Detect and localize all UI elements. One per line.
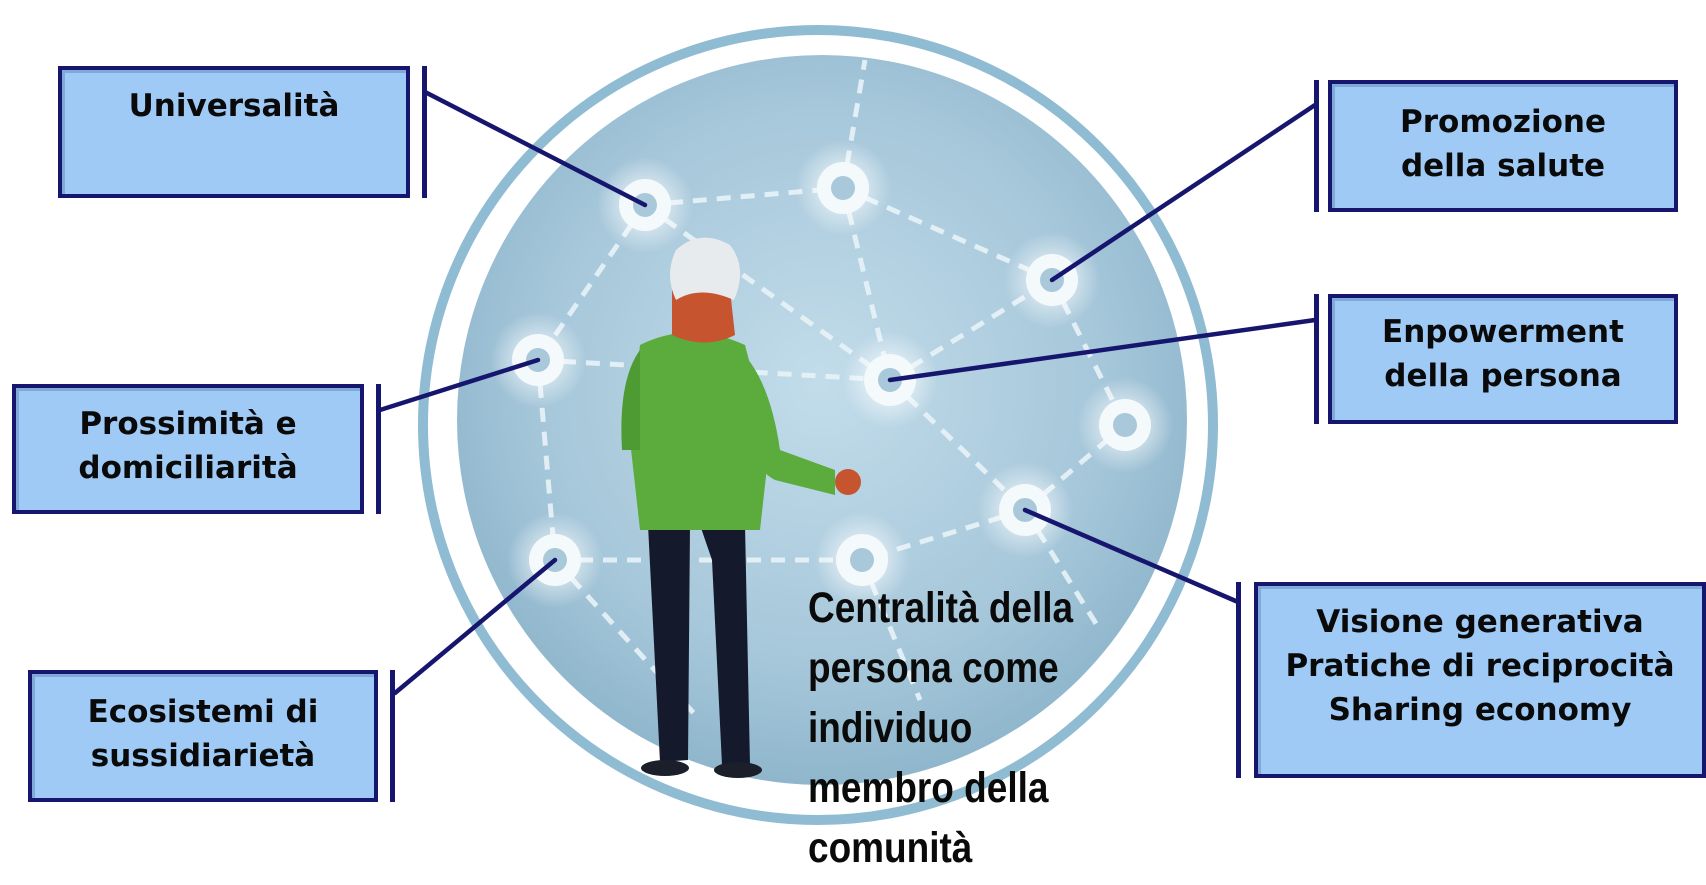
box-bar-universalita [422,66,427,198]
network-outer-ring [418,25,1218,825]
box-visione-line-2: Pratiche di reciprocità [1285,648,1675,684]
connector-universalita [422,89,648,208]
box-promozione-line-2: della salute [1400,148,1606,184]
connector-promozione [1049,102,1318,283]
box-ecosistemi-line-1: Ecosistemi di [87,694,319,730]
box-bar-promozione [1314,80,1319,212]
box-promozione-salute: Promozione della salute [1328,80,1678,212]
box-promozione-line-1: Promozione [1400,104,1606,140]
box-ecosistemi-sussidiarieta: Ecosistemi di sussidiarietà [28,670,378,802]
box-bar-visione [1236,582,1241,778]
box-ecosistemi-line-2: sussidiarietà [90,738,316,774]
box-visione-line-1: Visione generativa [1316,604,1644,640]
connector-visione [1022,507,1241,605]
box-empowerment-line-2: della persona [1384,358,1622,394]
center-caption: Centralità della persona come individuo … [808,578,1073,878]
connector-ecosistemi [392,557,558,696]
box-empowerment-line-1: Enpowerment [1382,314,1624,350]
box-universalita-line-1: Universalità [128,88,340,124]
box-empowerment-persona: Enpowerment della persona [1328,294,1678,424]
box-bar-prossimita [376,384,381,514]
box-visione-generativa: Visione generativa Pratiche di reciproci… [1254,582,1706,778]
box-prossimita-line-1: Prossimità e [79,406,297,442]
connector-prossimita [377,357,541,413]
box-visione-line-3: Sharing economy [1328,692,1632,728]
center-caption-line-4: membro della [808,764,1049,812]
box-bar-empowerment [1314,294,1319,424]
center-caption-line-5: comunità [808,824,973,872]
box-prossimita-domiciliarita: Prossimità e domiciliarità [12,384,364,514]
center-caption-line-1: Centralità della [808,584,1074,632]
connector-empowerment [887,317,1318,383]
box-universalita: Universalità [58,66,410,198]
center-caption-line-2: persona come [808,644,1059,692]
box-prossimita-line-2: domiciliarità [78,450,298,486]
person-figure [621,237,861,778]
center-caption-line-3: individuo [808,704,973,752]
box-bar-ecosistemi [390,670,395,802]
